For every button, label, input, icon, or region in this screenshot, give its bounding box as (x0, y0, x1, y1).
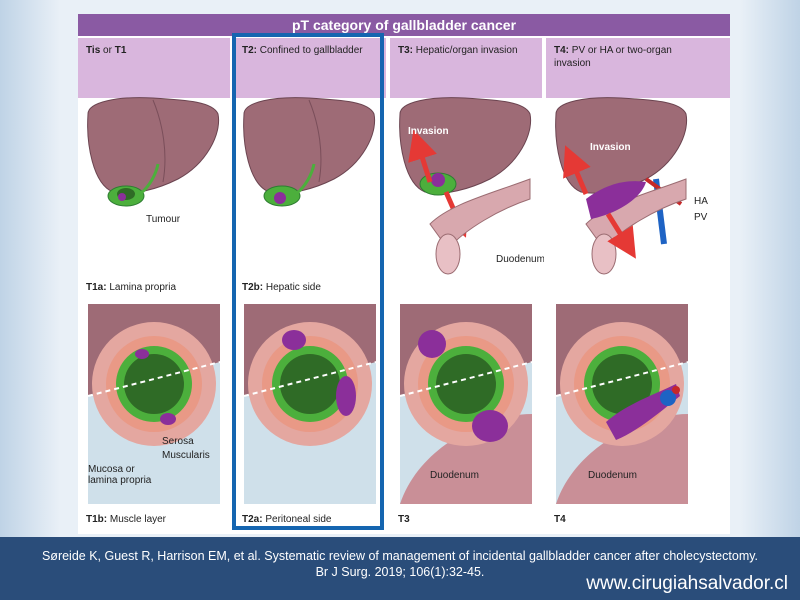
column-header-t3: T3: Hepatic/organ invasion (390, 38, 542, 98)
ha-label: HA (694, 196, 708, 207)
cross-section-t3 (399, 304, 533, 504)
column-desc: PV or HA or two-organ invasion (554, 45, 672, 69)
figure-title: pT category of gallbladder cancer (78, 14, 730, 36)
column-desc: Confined to gallbladder (257, 45, 363, 56)
label-desc: Hepatic side (263, 282, 321, 293)
mucosa-label: Mucosa or lamina propria (88, 464, 152, 486)
label-desc: Muscle layer (107, 514, 167, 525)
column-code: T3: (398, 45, 413, 56)
liver-t3 (399, 97, 532, 275)
label-code: T2a: (242, 514, 263, 525)
label-code: T1a: (86, 282, 107, 293)
cross-section-t2 (243, 304, 377, 504)
duodenum-label-t3: Duodenum (430, 470, 479, 481)
column-code: T4: (554, 45, 569, 56)
t4-label: T4 (554, 514, 566, 525)
column-header-t1: Tis or T1 (78, 38, 230, 98)
label-desc: Peritoneal side (262, 514, 332, 525)
column-code: Tis (86, 45, 101, 56)
invasion-label-t4: Invasion (590, 142, 631, 153)
label-code: T2b: (242, 282, 264, 293)
t1b-label: T1b: Muscle layer (86, 514, 166, 525)
t2a-label: T2a: Peritoneal side (242, 514, 332, 525)
label-code: T1b: (86, 514, 108, 525)
muscularis-label: Muscularis (162, 450, 210, 461)
label-code: T4 (554, 514, 566, 525)
website-link[interactable]: www.cirugiahsalvador.cl (586, 573, 788, 594)
invasion-label-t3: Invasion (408, 126, 449, 137)
column-header-t2: T2: Confined to gallbladder (234, 38, 386, 98)
citation-text: Søreide K, Guest R, Harrison EM, et al. … (41, 549, 759, 579)
cross-section-t4 (555, 304, 689, 504)
label-desc: Lamina propria (106, 282, 177, 293)
column-code2: T1 (114, 45, 127, 56)
t2b-label: T2b: Hepatic side (242, 282, 321, 293)
column-divider (544, 38, 546, 534)
column-header-t4: T4: PV or HA or two-organ invasion (546, 38, 730, 98)
pt-category-figure: pT category of gallbladder cancer Tis or… (78, 14, 730, 534)
citation-bar (0, 537, 800, 600)
t3-label: T3 (398, 514, 410, 525)
t1a-label: T1a: Lamina propria (86, 282, 176, 293)
column-divider (388, 38, 390, 534)
t2-highlight-box (232, 33, 384, 530)
liver-t2 (243, 97, 376, 207)
column-sep: or (100, 45, 115, 56)
cross-section-t1 (87, 304, 221, 504)
illustration-canvas (87, 97, 689, 504)
duodenum-label-top: Duodenum (496, 254, 545, 265)
column-desc: Hepatic/organ invasion (413, 45, 518, 56)
tumour-label: Tumour (146, 214, 181, 225)
serosa-label: Serosa (162, 436, 194, 447)
duodenum-label-t4: Duodenum (588, 470, 637, 481)
liver-t4 (555, 97, 688, 275)
label-code: T3 (398, 514, 410, 525)
column-code: T2: (242, 45, 257, 56)
pv-label: PV (694, 212, 708, 223)
liver-t1 (87, 97, 220, 207)
